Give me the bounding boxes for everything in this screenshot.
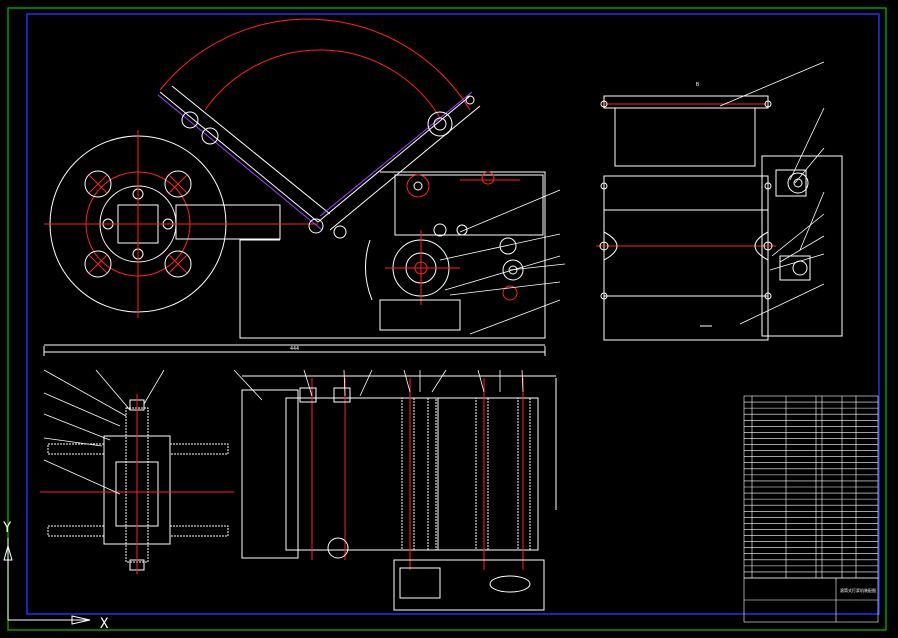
drum-section-leaders bbox=[233, 369, 524, 401]
swing-arc-inner bbox=[204, 49, 441, 119]
front-view-leaders bbox=[439, 189, 566, 335]
hub-section-view bbox=[40, 394, 234, 574]
flange-bolt-holes bbox=[84, 170, 192, 278]
linkage-arm-left bbox=[157, 85, 331, 231]
ucs-x-label: X bbox=[100, 616, 109, 632]
ucs-axis-icon bbox=[3, 538, 91, 625]
side-view bbox=[596, 95, 843, 341]
front-view bbox=[43, 18, 546, 356]
title-block-title: 滚筒式打浆机装配图 bbox=[840, 587, 876, 593]
hub-section-leaders bbox=[43, 369, 165, 495]
outer-sheet-border bbox=[7, 7, 887, 631]
ucs-y-label: Y bbox=[3, 520, 12, 536]
parts-list-table bbox=[743, 395, 879, 623]
linkage-arm-right bbox=[317, 91, 481, 231]
swing-arc-outer bbox=[159, 18, 471, 111]
side-view-leaders bbox=[719, 61, 825, 325]
drum-section-view bbox=[241, 375, 557, 611]
drive-housing bbox=[44, 171, 546, 346]
overall-length-dimension: 444 bbox=[290, 346, 299, 352]
inner-drawing-border bbox=[26, 13, 880, 615]
side-view-label: B bbox=[696, 82, 699, 88]
